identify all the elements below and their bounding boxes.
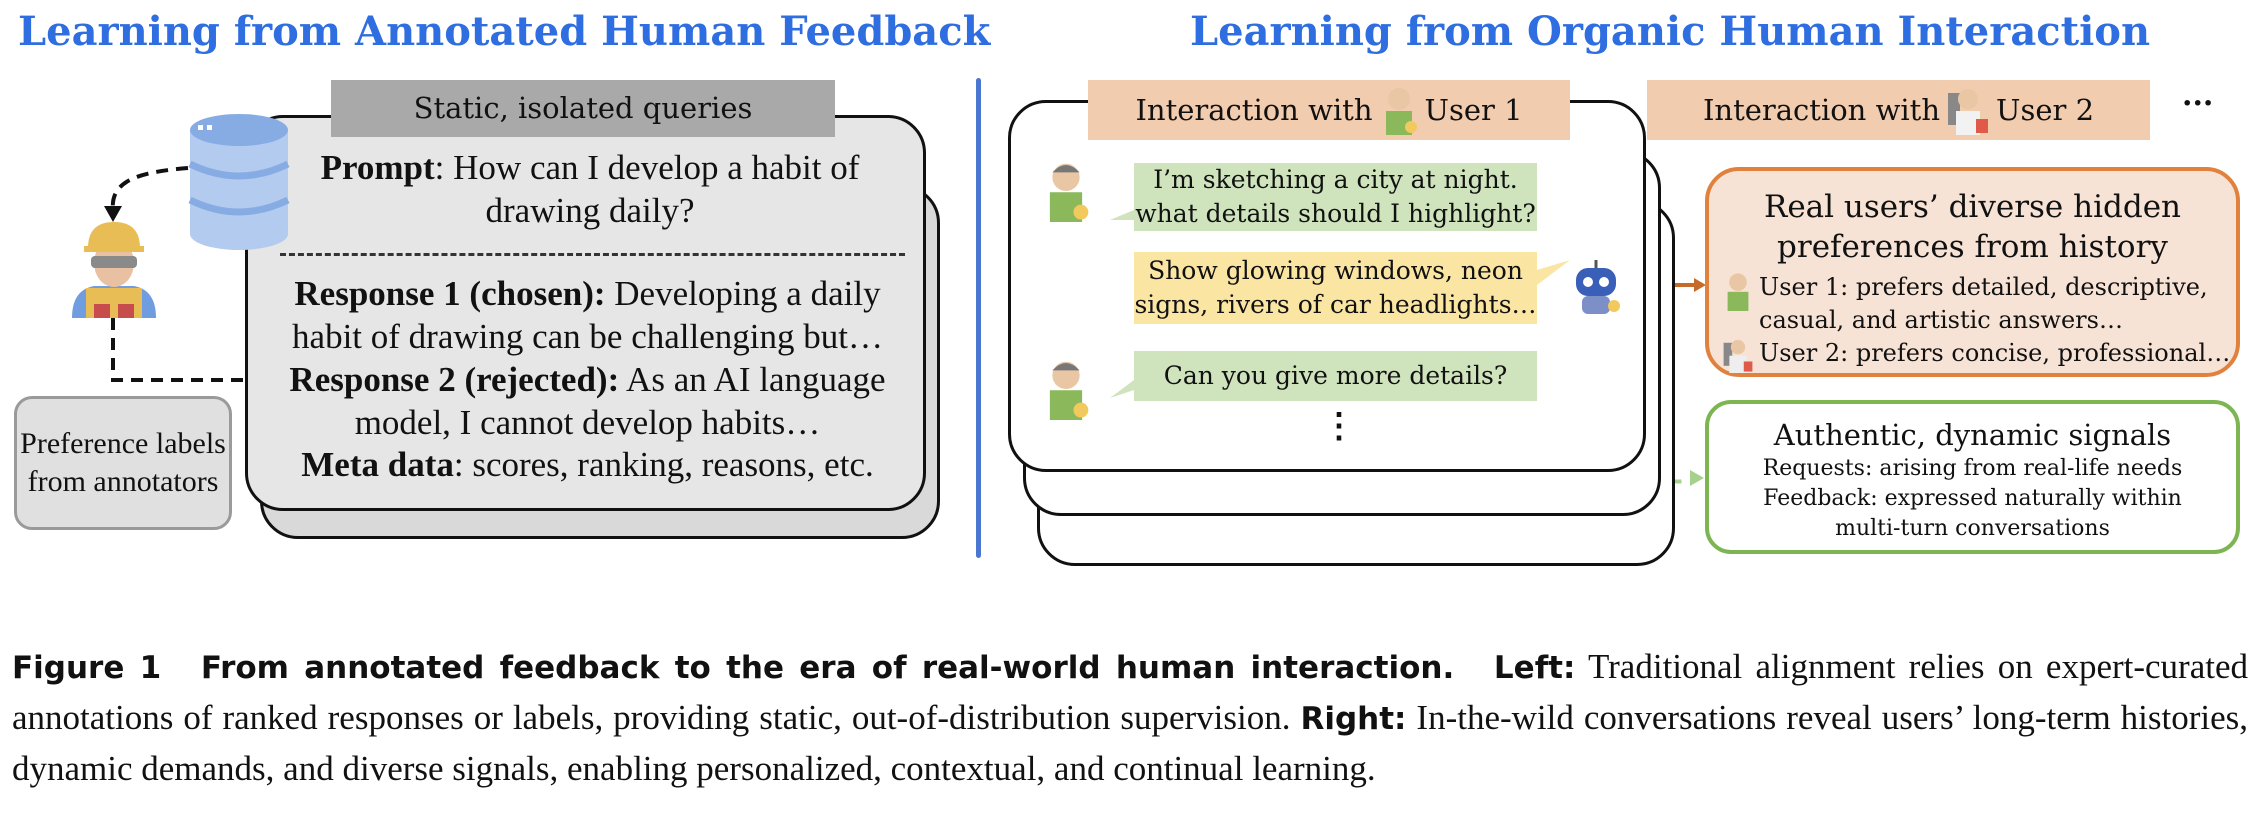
meta-label: Meta data: [301, 445, 454, 484]
annotator-to-response-arrow: [111, 318, 268, 382]
more-turns-ellipsis: ⋮: [1322, 406, 1356, 446]
figure-caption: Figure 1 From annotated feedback to the …: [12, 642, 2248, 794]
db-to-annotator-arrow: [110, 166, 189, 211]
query-card-header: Static, isolated queries: [331, 80, 835, 137]
preferences-title: Real users’ diverse hidden preferences f…: [1763, 189, 2182, 265]
user-1-chat-avatar-icon: [1049, 163, 1089, 222]
preference-text: User 2: prefers concise, professional…: [1759, 339, 2231, 367]
user-1-avatar-icon: [1385, 88, 1417, 135]
right-text: In-the-wild conversations reveal users’ …: [12, 698, 2248, 788]
more-ellipsis: ···: [2182, 86, 2214, 121]
prompt-value: : How can I develop a habit of drawing d…: [434, 148, 860, 230]
chat-bubble-user: I’m sketching a city at night. what deta…: [1134, 163, 1537, 231]
query-card: [245, 115, 926, 511]
signals-box: Authentic, dynamic signals Requests: ari…: [1705, 400, 2240, 554]
user-1-chat-avatar-icon: [1049, 361, 1089, 420]
user-1-header: Interaction with User 1: [1088, 80, 1570, 140]
divider: [976, 78, 981, 558]
response-1: Response 1 (chosen): Developing a daily …: [275, 272, 900, 358]
database-icon: [188, 114, 290, 250]
user-2-header: Interaction with User 2: [1647, 80, 2150, 140]
separator: [280, 253, 905, 256]
response-2-label: Response 2 (rejected):: [289, 360, 620, 399]
right-label: Right:: [1300, 701, 1407, 737]
preference-item: User 1: prefers detailed, descriptive, c…: [1721, 271, 2236, 337]
prompt-label: Prompt: [320, 148, 435, 187]
response-1-text: Developing a daily habit of drawing can …: [292, 274, 883, 356]
figure-label: Figure 1: [12, 650, 162, 686]
signals-line: Requests: arising from real-life needs: [1762, 456, 2183, 481]
user-1-avatar-icon: [1727, 273, 1749, 311]
header-2-prefix: Interaction with: [1702, 93, 1941, 127]
bubble-tails: [1110, 210, 1570, 398]
meta-text: : scores, ranking, reasons, etc.: [453, 445, 874, 484]
figure-title: From annotated feedback to the era of re…: [200, 650, 1455, 686]
chat-bubble-assistant: Show glowing windows, neon signs, rivers…: [1134, 252, 1537, 324]
header-1-prefix: Interaction with: [1135, 93, 1373, 127]
header-1-user: User 1: [1424, 93, 1523, 127]
signals-title: Authentic, dynamic signals: [1773, 418, 2172, 452]
left-text: Traditional alignment relies on expert-c…: [12, 647, 2249, 737]
prompt-text: Prompt: How can I develop a habit of dra…: [290, 146, 890, 232]
left-label: Left:: [1493, 650, 1576, 686]
response-2-text: As an AI language model, I cannot develo…: [354, 360, 886, 442]
left-title: Learning from Annotated Human Feedback: [18, 8, 991, 55]
header-2-user: User 2: [1996, 93, 2095, 127]
user-2-avatar-icon: [1948, 89, 1989, 135]
preferences-box: Real users’ diverse hidden preferences f…: [1705, 167, 2240, 377]
preference-labels-box: Preference labels from annotators: [14, 396, 232, 530]
robot-assistant-icon: [1576, 260, 1620, 314]
annotator-icon: [72, 222, 156, 318]
right-title: Learning from Organic Human Interaction: [1190, 8, 2151, 55]
preference-item: User 2: prefers concise, professional…: [1721, 337, 2236, 373]
meta-data: Meta data: scores, ranking, reasons, etc…: [275, 443, 900, 486]
chat-bubble-user: Can you give more details?: [1134, 351, 1537, 401]
preference-text: User 1: prefers detailed, descriptive, c…: [1759, 273, 2208, 334]
signals-line: Feedback: expressed naturally within mul…: [1763, 486, 2182, 541]
response-1-label: Response 1 (chosen):: [294, 274, 606, 313]
response-2: Response 2 (rejected): As an AI language…: [275, 358, 900, 444]
preferences-arrow: [1694, 278, 1706, 292]
user-2-avatar-icon: [1723, 339, 1753, 373]
